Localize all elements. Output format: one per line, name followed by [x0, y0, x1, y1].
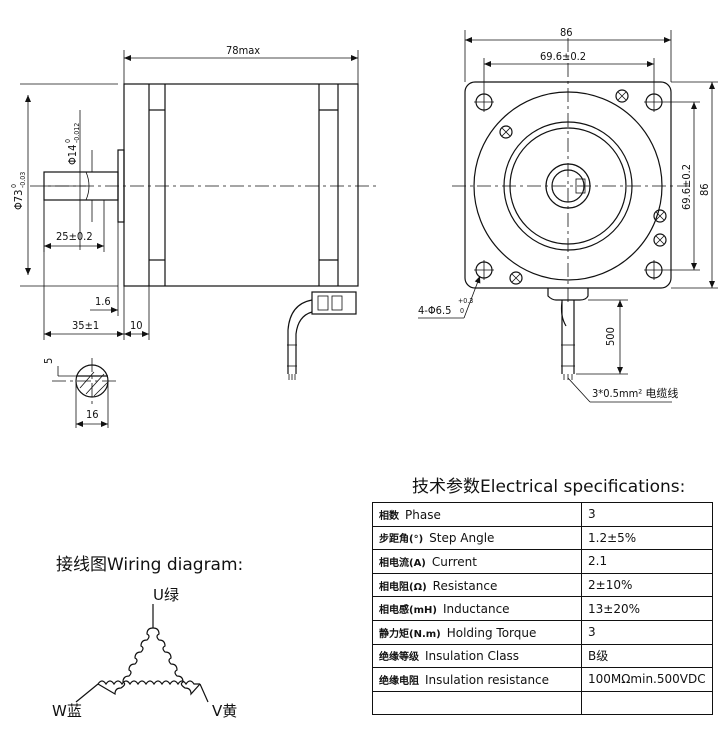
spec-row: 绝缘电阻 Insulation resistance 100MΩmin.500VDC [372, 667, 713, 692]
spec-value: 3 [581, 619, 713, 645]
spec-param: 相数 Phase [372, 502, 582, 527]
dim-holes: 4-Φ6.5 [418, 304, 451, 317]
spec-param: 步距角(°) Step Angle [372, 525, 582, 551]
spec-param: 相电流(A) Current [372, 549, 582, 574]
spec-param-zh: 相电感(mH) [379, 605, 437, 617]
spec-param-zh: 相数 [379, 510, 399, 522]
spec-param-zh: 静力矩(N.m) [379, 628, 441, 640]
mounting-holes [474, 92, 664, 280]
spec-param-en: Insulation resistance [425, 672, 550, 687]
spec-row: 相电流(A) Current 2.1 [372, 549, 713, 574]
wiring-diagram: 接线图Wiring diagram: U绿 W蓝 V黄 [52, 555, 243, 720]
spec-row: 相电感(mH) Inductance 13±20% [372, 596, 713, 621]
spec-param-zh: 步距角(°) [379, 534, 424, 546]
svg-text:-0.012: -0.012 [73, 123, 81, 143]
dim-width: 86 [560, 26, 573, 39]
spec-param-zh: 相电流(A) [379, 557, 426, 569]
cable-outlet [547, 288, 589, 301]
svg-text:0: 0 [10, 184, 18, 188]
dim-shaft-length: 35±1 [72, 319, 99, 332]
spec-value: 3 [581, 502, 713, 527]
dim-flange-dia: Φ73 [12, 190, 25, 210]
spec-param-en: Holding Torque [446, 625, 537, 640]
spec-value: B级 [581, 643, 713, 669]
spec-param-en: Insulation Class [425, 649, 520, 664]
spec-value: 2±10% [581, 572, 713, 598]
spec-param [372, 690, 582, 716]
spec-row: 步距角(°) Step Angle 1.2±5% [372, 525, 713, 551]
connector [311, 291, 357, 315]
dim-shaft-width: 16 [86, 408, 99, 421]
terminal-v: V黄 [212, 702, 237, 720]
spec-row: 相电阻(Ω) Resistance 2±10% [372, 572, 713, 598]
spec-param: 绝缘等级 Insulation Class [372, 643, 582, 669]
cable [287, 299, 313, 374]
spec-param: 绝缘电阻 Insulation resistance [372, 667, 582, 692]
spec-param: 相电感(mH) Inductance [372, 596, 582, 621]
front-view: 86 69.6±0.2 69.6±0.2 86 4-Φ6.5 +0.3 0 50… [418, 26, 718, 403]
spec-param-en: Step Angle [429, 531, 495, 546]
shaft-section: 5 16 [42, 358, 120, 428]
spec-table: 相数 Phase 3 步距角(°) Step Angle 1.2±5% 相电流(A) Curr… [372, 502, 713, 716]
dim-vert-spacing: 69.6±0.2 [680, 164, 693, 210]
spec-value: 13±20% [581, 596, 713, 621]
spec-param: 相电阻(Ω) Resistance [372, 572, 582, 598]
svg-text:0: 0 [460, 307, 464, 315]
spec-param: 静力矩(N.m) Holding Torque [372, 619, 582, 645]
dim-shaft-dia: Φ14 [66, 145, 79, 165]
wiring-title: 接线图Wiring diagram: [56, 555, 243, 575]
spec-row: 相数 Phase 3 [372, 502, 713, 527]
spec-row: 绝缘等级 Insulation Class B级 [372, 643, 713, 669]
dim-length: 78max [226, 44, 260, 57]
coil-uv [152, 627, 201, 696]
svg-text:+0.3: +0.3 [458, 297, 473, 305]
spec-param-en: Phase [405, 507, 441, 522]
spec-value: 1.2±5% [581, 525, 713, 551]
spec-value: 100MΩmin.500VDC [581, 667, 713, 692]
spec-row [372, 690, 713, 716]
dim-hole-spacing: 69.6±0.2 [540, 50, 586, 63]
spec-row: 静力矩(N.m) Holding Torque 3 [372, 619, 713, 645]
svg-text:0: 0 [64, 139, 72, 143]
spec-param-zh: 绝缘等级 [379, 652, 419, 664]
spec-value: 2.1 [581, 549, 713, 574]
terminal-u: U绿 [153, 586, 179, 604]
spec-param-en: Inductance [442, 602, 510, 617]
motor-body [123, 83, 359, 287]
specs-title: 技术参数Electrical specifications: [412, 477, 685, 497]
side-view: 78max Φ73 0 -0.03 Φ14 0 -0.012 25±0.2 1.… [10, 44, 376, 380]
dim-flat-length: 25±0.2 [56, 230, 93, 243]
terminal-w: W蓝 [52, 702, 82, 720]
coil-wv [97, 680, 200, 686]
coil-uw [97, 627, 154, 696]
dim-flat: 5 [42, 358, 55, 364]
spec-param-zh: 相电阻(Ω) [379, 581, 427, 593]
dim-height: 86 [698, 183, 711, 196]
spec-param-zh: 绝缘电阻 [379, 675, 419, 687]
spec-value [581, 690, 713, 716]
dim-flange-thickness: 10 [130, 319, 143, 332]
svg-text:-0.03: -0.03 [19, 172, 27, 188]
cable-spec: 3*0.5mm² 电缆线 [592, 386, 678, 400]
dim-boss: 1.6 [95, 295, 111, 308]
spec-param-en: Resistance [432, 578, 498, 593]
dim-lead-length: 500 [604, 327, 617, 346]
spec-param-en: Current [431, 554, 477, 569]
screws [499, 89, 667, 285]
